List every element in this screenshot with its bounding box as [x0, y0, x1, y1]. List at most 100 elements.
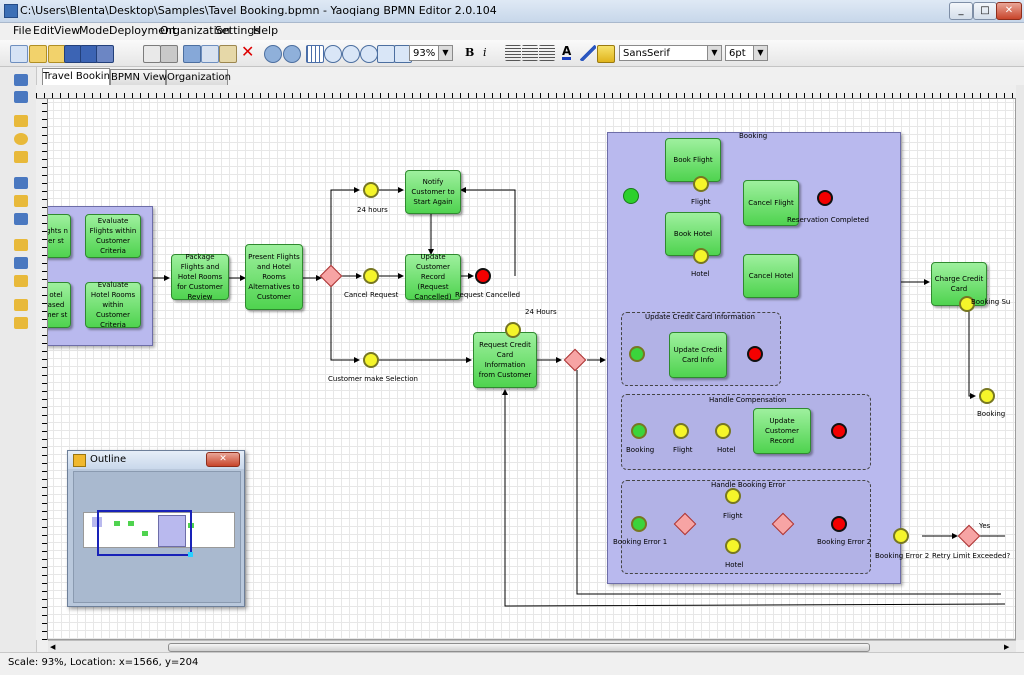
message-start-event-icon[interactable] [629, 346, 645, 362]
end-event-card-icon[interactable] [747, 346, 763, 362]
booking-end-event-icon[interactable] [979, 388, 995, 404]
palette-task-icon[interactable] [14, 151, 28, 163]
outline-close-button[interactable]: ✕ [206, 452, 240, 467]
palette-pool-icon[interactable] [14, 115, 28, 127]
menu-file[interactable]: File [13, 24, 32, 37]
outline-visible-rect[interactable] [97, 510, 192, 556]
menu-model[interactable]: Model [79, 24, 113, 37]
vertical-scrollbar[interactable] [1016, 85, 1024, 640]
task-cancel-hotel[interactable]: Cancel Hotel [743, 254, 799, 298]
align-right-icon[interactable] [539, 45, 555, 61]
italic-button[interactable]: i [483, 46, 487, 59]
end-event-reservation-icon[interactable] [817, 190, 833, 206]
print-preview-icon[interactable] [143, 45, 161, 63]
palette-flow-icon[interactable] [14, 74, 28, 86]
compensation-flight-icon[interactable] [673, 423, 689, 439]
zoom-in-icon[interactable] [324, 45, 342, 63]
menu-help[interactable]: Help [253, 24, 279, 37]
palette-lane-icon[interactable] [14, 275, 28, 287]
palette-data-icon[interactable] [14, 177, 28, 189]
line-color-icon[interactable] [580, 45, 596, 61]
task-book-flight[interactable]: Book Flight [665, 138, 721, 182]
undo-icon[interactable] [264, 45, 282, 63]
task-evaluate-flights[interactable]: Evaluate Flights within Customer Criteri… [85, 214, 141, 258]
cut-icon[interactable] [183, 45, 201, 63]
menu-settings[interactable]: Settings [215, 24, 261, 37]
task-evaluate-hotel[interactable]: Evaluate Hotel Rooms within Customer Cri… [85, 281, 141, 329]
task-cancel-flight[interactable]: Cancel Flight [743, 180, 799, 226]
error-end-event-icon[interactable] [831, 516, 847, 532]
palette-group-icon[interactable] [14, 257, 28, 269]
subprocess-handle-error[interactable] [621, 480, 871, 574]
maximize-button[interactable]: □ [973, 2, 997, 20]
task-book-hotel[interactable]: Book Hotel [665, 212, 721, 256]
palette-event-icon[interactable] [14, 133, 28, 145]
fit-page-icon[interactable] [377, 45, 395, 63]
delete-icon[interactable]: ✕ [241, 42, 255, 61]
task-update-card[interactable]: Update Credit Card Info [669, 332, 727, 378]
font-color-icon[interactable]: A [562, 44, 572, 60]
scroll-right-icon[interactable]: ▶ [1004, 643, 1010, 651]
error-hotel-event-icon[interactable] [725, 538, 741, 554]
error-flight-event-icon[interactable] [725, 488, 741, 504]
task-notify[interactable]: Notify Customer to Start Again [405, 170, 461, 214]
paste-icon[interactable] [219, 45, 237, 63]
compensation-event-flight-icon[interactable] [693, 176, 709, 192]
boundary-error-event-icon[interactable] [893, 528, 909, 544]
timer-event-24h-icon[interactable] [363, 182, 379, 198]
outline-resize-handle[interactable] [188, 552, 193, 557]
bold-button[interactable]: B [465, 46, 475, 59]
outline-title-bar[interactable]: Outline ✕ [68, 451, 244, 469]
menu-view[interactable]: View [54, 24, 81, 37]
message-event-selection-icon[interactable] [363, 352, 379, 368]
compensation-hotel-icon[interactable] [715, 423, 731, 439]
tab-bpmn-view[interactable]: BPMN View [110, 69, 167, 85]
message-event-cancel-icon[interactable] [363, 268, 379, 284]
copy-icon[interactable] [201, 45, 219, 63]
task-charge-card[interactable]: Charge Credit Card [931, 262, 987, 306]
zoom-out-icon[interactable] [342, 45, 360, 63]
palette-annotation-icon[interactable] [14, 239, 28, 251]
print-icon[interactable] [160, 45, 178, 63]
palette-conversation-icon[interactable] [14, 317, 28, 329]
font-size-select[interactable]: 6pt▼ [725, 45, 768, 61]
zoom-select[interactable]: 93%▼ [409, 45, 453, 61]
tab-organization[interactable]: Organization [166, 69, 231, 85]
horizontal-scroll-thumb[interactable] [168, 643, 870, 652]
palette-message-icon[interactable] [14, 213, 28, 225]
error-start-event-icon[interactable] [631, 516, 647, 532]
compensation-start-icon[interactable] [631, 423, 647, 439]
outline-window[interactable]: Outline ✕ [67, 450, 245, 607]
outline-viewport[interactable] [73, 471, 241, 603]
task-update-customer-record[interactable]: Update Customer Record [753, 408, 811, 454]
timer-event-24h-b-icon[interactable] [505, 322, 521, 338]
minimize-button[interactable]: _ [949, 2, 973, 20]
new-file-icon[interactable] [10, 45, 28, 63]
fill-color-icon[interactable] [597, 45, 615, 63]
subprocess-handle-compensation[interactable] [621, 394, 871, 470]
redo-icon[interactable] [283, 45, 301, 63]
end-event-compensation-icon[interactable] [831, 423, 847, 439]
task-request-card[interactable]: Request Credit Card Information from Cus… [473, 332, 537, 388]
open-file-icon[interactable] [29, 45, 47, 63]
align-left-icon[interactable] [505, 45, 521, 61]
align-center-icon[interactable] [522, 45, 538, 61]
horizontal-scrollbar[interactable]: ◀ ▶ [48, 640, 1016, 653]
palette-connect-icon[interactable] [14, 91, 28, 103]
close-button[interactable]: ✕ [996, 2, 1022, 20]
task-package[interactable]: Package Flights and Hotel Rooms for Cust… [171, 253, 229, 301]
start-event-icon[interactable] [623, 188, 639, 204]
menu-organization[interactable]: Organization [160, 24, 231, 37]
export-icon[interactable] [96, 45, 114, 63]
palette-gateway-icon[interactable] [14, 195, 28, 207]
end-event-cancelled-icon[interactable] [475, 268, 491, 284]
task-update-record[interactable]: Update Customer Record (Request Cancelle… [405, 253, 461, 301]
compensation-event-hotel-icon[interactable] [693, 248, 709, 264]
palette-choreography-icon[interactable] [14, 299, 28, 311]
menu-edit[interactable]: Edit [33, 24, 55, 37]
tab-travel-booking[interactable]: Travel Booking [42, 68, 116, 85]
charge-boundary-event-icon[interactable] [959, 296, 975, 312]
diagram-canvas[interactable]: ights n er st Evaluate Flights within Cu… [36, 85, 1016, 640]
grid-icon[interactable] [306, 45, 324, 63]
zoom-actual-icon[interactable] [360, 45, 378, 63]
